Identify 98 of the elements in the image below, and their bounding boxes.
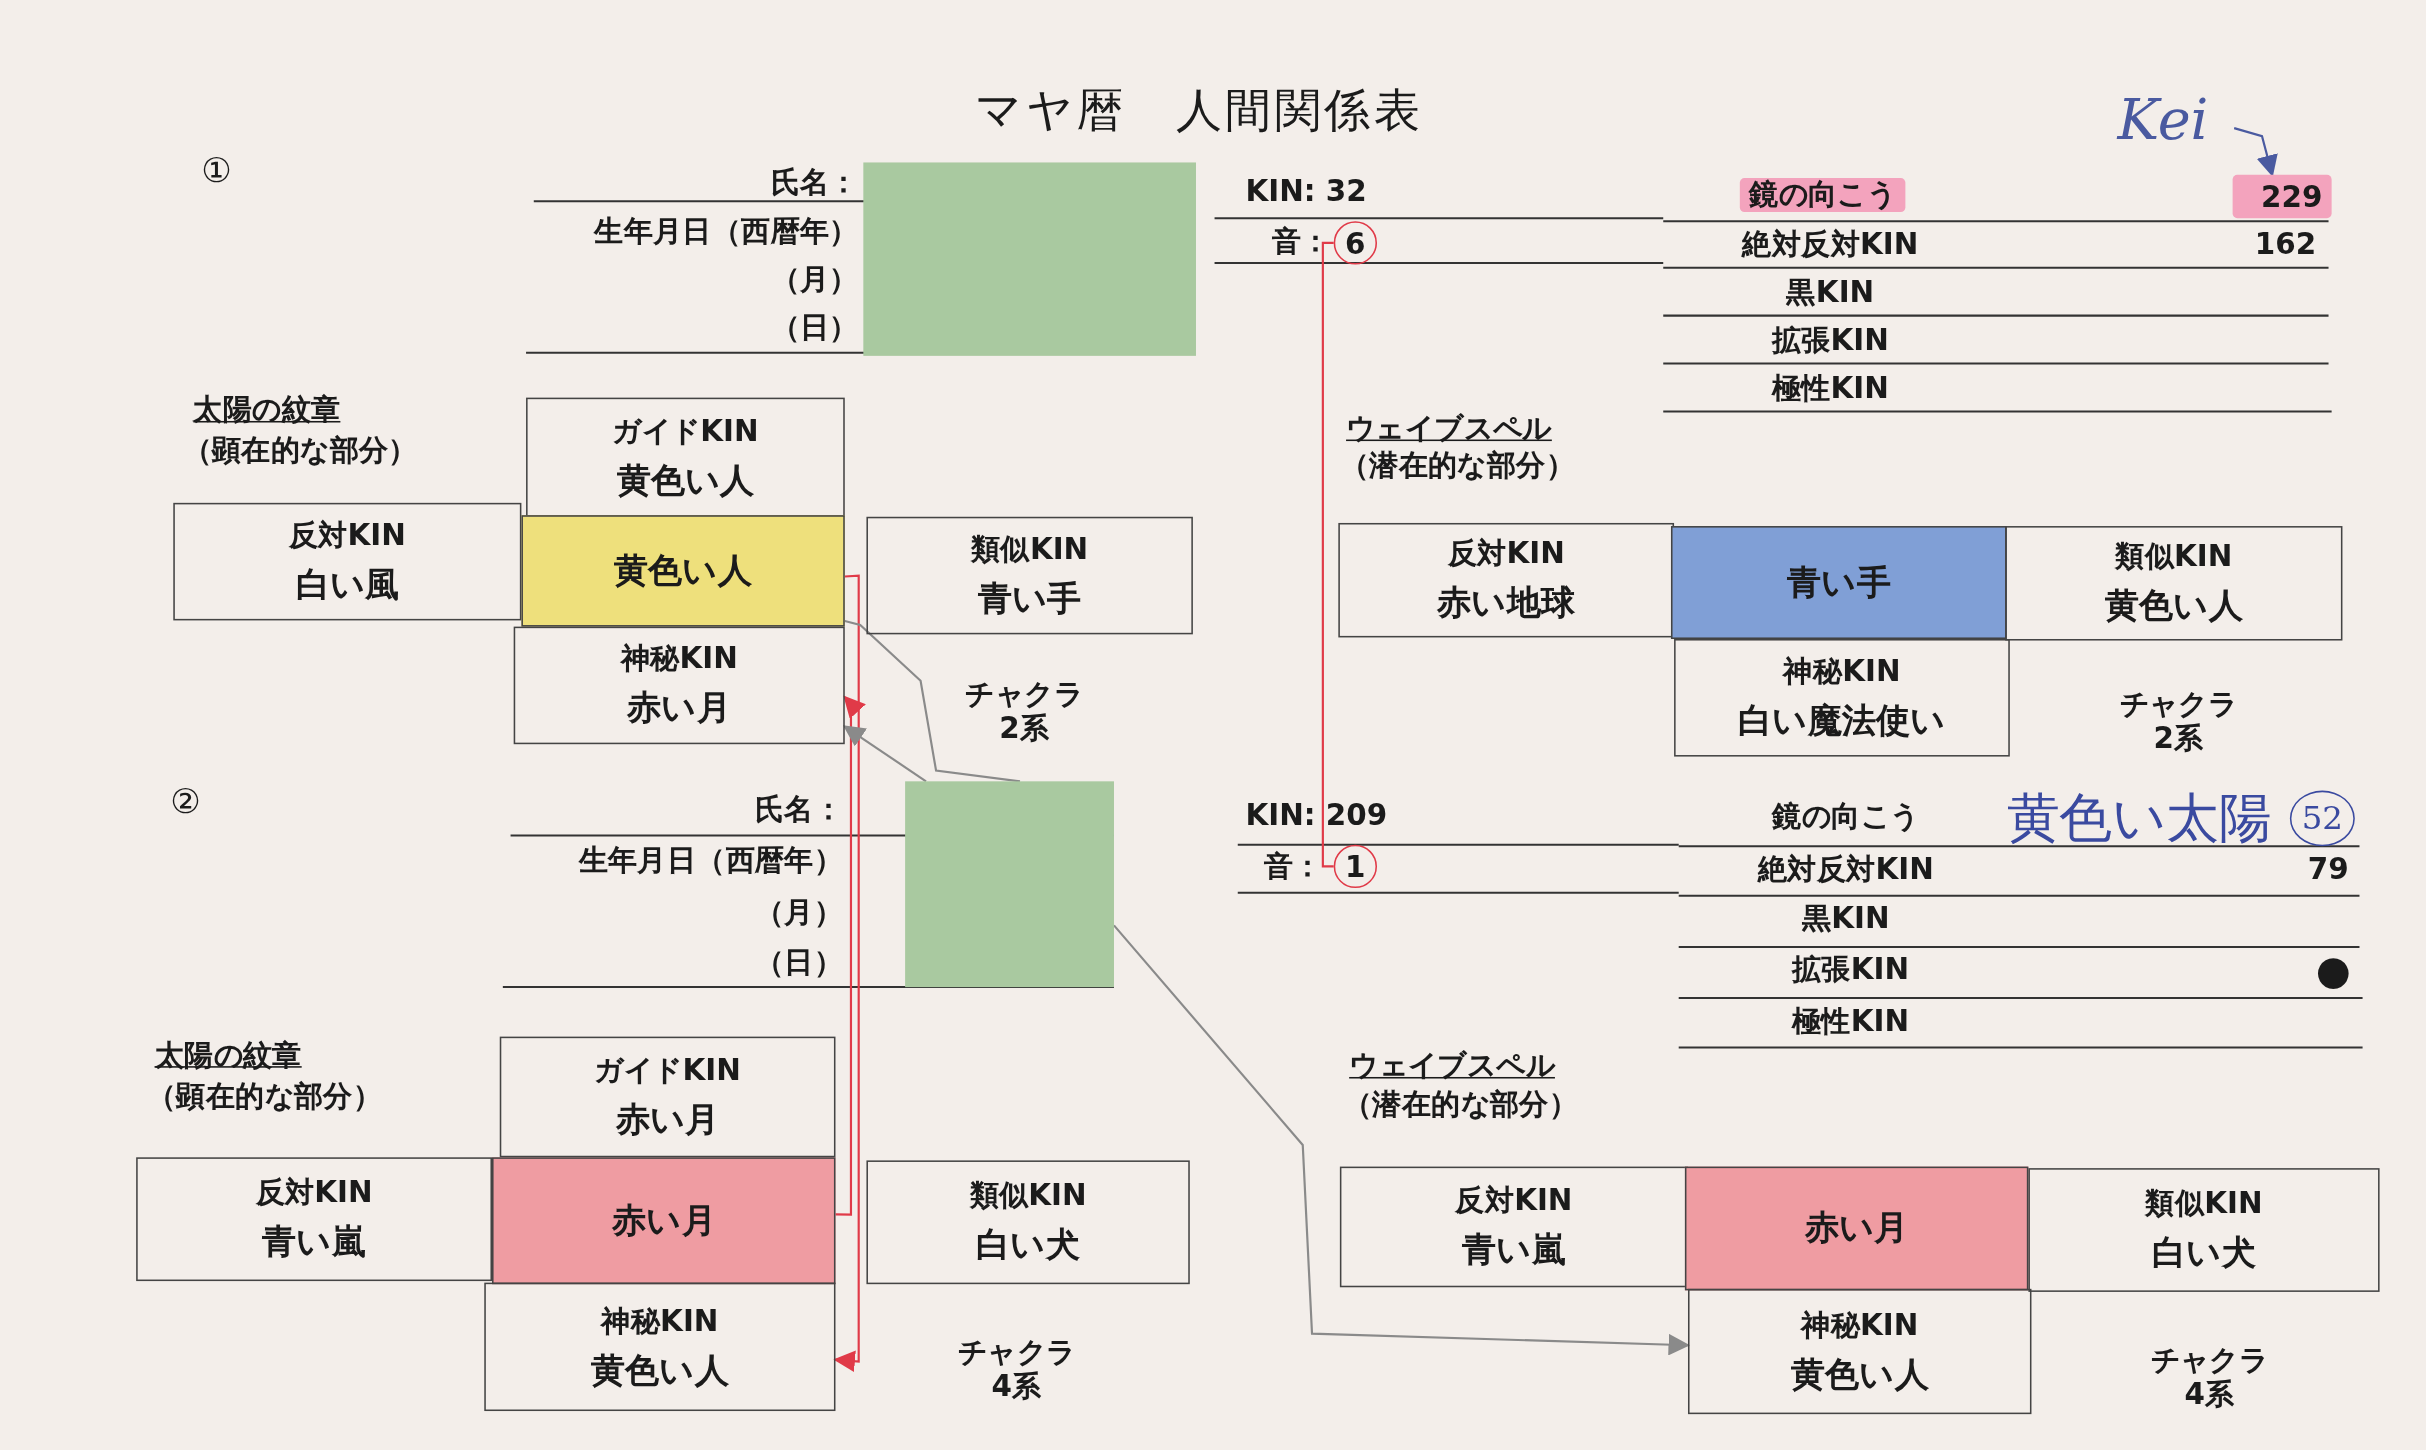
section-subheading: （潜在的な部分） (1339, 448, 1576, 483)
field-label: 絶対反対KIN (1757, 852, 1934, 887)
cell-heading: 反対KIN (255, 1173, 373, 1211)
kin-cell (1684, 1166, 2029, 1291)
circled-number: 6 (1333, 221, 1377, 265)
cell-heading: 神秘KIN (1783, 651, 1901, 689)
cell-heading: 反対KIN (1447, 534, 1565, 572)
kin-name: 青い手 (1787, 561, 1891, 604)
arrow (843, 725, 927, 783)
cell-heading: 類似KIN (971, 529, 1089, 567)
kin-cell (866, 1160, 1190, 1285)
field-label: （月） (770, 263, 859, 297)
field-label: 鏡の向こう (1739, 178, 1906, 212)
arrow (833, 574, 860, 1373)
kin-name: 赤い月 (1804, 1207, 1909, 1250)
field-label: （日） (755, 945, 844, 980)
circled-number: 52 (2289, 790, 2355, 847)
chakra-label: チャクラ4系 (2149, 1343, 2270, 1411)
kin-name: 黄色い人 (616, 459, 755, 501)
kin-name: 赤い月 (611, 1199, 716, 1242)
kin-cell (492, 1157, 836, 1285)
kin-name: 白い犬 (976, 1224, 1080, 1267)
cell-heading: 類似KIN (969, 1176, 1087, 1214)
kin-cell (1688, 1288, 2032, 1415)
section-number: ② (170, 781, 201, 821)
section-subheading: （潜在的な部分） (1342, 1087, 1579, 1122)
circled-number: 1 (1333, 844, 1377, 889)
kin-number: KIN: 209 (1245, 798, 1388, 833)
section-subheading: （顕在的な部分） (182, 433, 418, 468)
kin-name: 赤い月 (615, 1099, 720, 1141)
arrow (2233, 127, 2278, 177)
cell-heading: 神秘KIN (620, 639, 738, 677)
kin-name: 白い魔法使い (1738, 699, 1946, 742)
kin-cell (173, 502, 522, 621)
name-field (863, 162, 1196, 356)
field-label: 氏名： (770, 165, 859, 200)
cell-heading: 反対KIN (1455, 1181, 1573, 1219)
cell-heading: 類似KIN (2115, 537, 2233, 575)
cell-heading: 類似KIN (2145, 1184, 2263, 1222)
arrow (835, 695, 866, 1216)
kin-cell (513, 626, 845, 745)
handwritten-note: Kei (2091, 74, 2235, 164)
handwritten-note: 黄色い太陽 (2006, 788, 2272, 849)
section-subheading: （顕在的な部分） (147, 1080, 383, 1114)
field-label: 絶対反対KIN (1742, 227, 1919, 262)
field-label: 生年月日（西暦年） (594, 215, 859, 249)
section-heading: 太陽の紋章 (193, 393, 341, 427)
kin-cell (484, 1282, 836, 1412)
connector-line (844, 620, 1021, 783)
field-label: 極性KIN (1771, 371, 1889, 406)
kin-cell (521, 515, 845, 627)
cell-heading: 神秘KIN (601, 1300, 719, 1338)
section-heading: ウェイブスペル (1346, 411, 1552, 446)
kin-name: 黄色い人 (1790, 1353, 1929, 1396)
cell-heading: 神秘KIN (1801, 1305, 1919, 1343)
kin-name: 赤い月 (627, 687, 732, 730)
field-label: 音： (1264, 849, 1323, 884)
connector-line (1321, 241, 1334, 868)
kin-name: 青い手 (977, 577, 1082, 620)
kin-value: 162 (2254, 227, 2317, 262)
field-label: 鏡の向こう (1772, 800, 1920, 834)
cell-heading: 反対KIN (288, 515, 406, 553)
dot-mark: ● (2315, 948, 2351, 995)
kin-value: 79 (2307, 852, 2349, 887)
kin-cell (1671, 526, 2007, 639)
kin-name: 黄色い人 (591, 1348, 729, 1391)
chakra-label: チャクラ2系 (2118, 687, 2239, 755)
field-label: 拡張KIN (1791, 953, 1909, 987)
kin-name: 青い嵐 (1462, 1229, 1566, 1271)
kin-cell (866, 516, 1193, 635)
section-number: ① (201, 150, 232, 190)
field-label: （日） (770, 311, 859, 345)
highlighted-number: 229 (2232, 174, 2332, 219)
kin-cell (136, 1157, 492, 1282)
section-heading: ウェイブスペル (1349, 1049, 1555, 1083)
kin-cell (499, 1036, 836, 1158)
kin-name: 青い嵐 (262, 1221, 366, 1263)
kin-name: 黄色い人 (614, 549, 752, 592)
field-label: （月） (755, 895, 844, 930)
field-label: 氏名： (755, 792, 844, 827)
kin-name: 白い風 (295, 563, 400, 606)
field-label: 黒KIN (1786, 275, 1875, 310)
chakra-label: チャクラ4系 (956, 1335, 1077, 1404)
field-label: 拡張KIN (1771, 323, 1889, 358)
cell-heading: ガイドKIN (612, 411, 759, 449)
field-label: 音： (1271, 224, 1331, 259)
field-label: 黒KIN (1801, 902, 1890, 936)
name-field (905, 781, 1114, 988)
kin-name: 赤い地球 (1437, 582, 1576, 624)
field-label: 極性KIN (1791, 1004, 1909, 1039)
kin-name: 白い犬 (2152, 1232, 2256, 1274)
section-heading: 太陽の紋章 (154, 1038, 302, 1073)
kin-name: 黄色い人 (2104, 585, 2243, 628)
field-label: 生年月日（西暦年） (578, 843, 844, 878)
kin-number: KIN: 32 (1245, 174, 1367, 209)
cell-heading: ガイドKIN (594, 1051, 741, 1089)
page-title: マヤ暦 人間関係表 (974, 84, 1424, 138)
chakra-label: チャクラ2系 (964, 677, 1085, 746)
